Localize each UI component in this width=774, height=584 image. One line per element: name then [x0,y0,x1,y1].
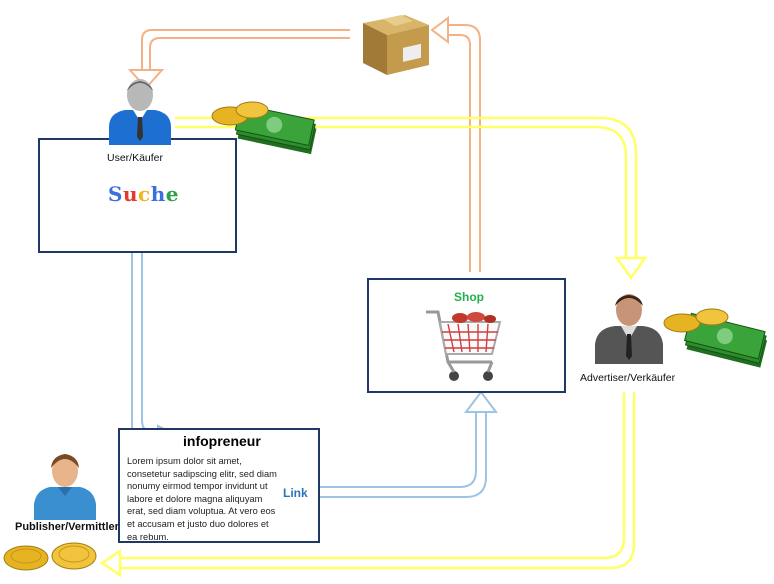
infopreneur-box [118,428,320,543]
search-letter: e [165,182,179,206]
search-letter: h [150,182,166,206]
publisher-label: Publisher/Vermittler [15,521,119,533]
orange-arrow-shop-to-package [430,16,481,272]
link-label[interactable]: Link [283,486,308,500]
shopping-cart-icon [426,310,502,381]
package-icon [363,15,429,75]
shop-title: Shop [454,290,484,304]
user-label: User/Käufer [107,152,164,164]
user-avatar-icon [109,79,171,145]
search-letter: u [122,182,138,206]
advertiser-avatar-icon [595,294,663,364]
search-letter: S [108,182,123,206]
yellow-arrow-user-to-advertiser [175,116,648,281]
orange-arrow-package-to-user [127,29,350,90]
yellow-arrow-advertiser-to-publisher [99,392,636,578]
publisher-avatar-icon [34,454,96,520]
search-letter: c [138,182,151,206]
coin-icon [3,542,97,571]
money-stack-icon [663,308,768,368]
money-stack-icon [211,101,317,155]
advertiser-label: Advertiser/Verkäufer [580,372,676,384]
infopreneur-title: infopreneur [183,433,261,449]
user-search-box [38,138,237,253]
blue-arrow-link-to-shop [312,390,498,498]
search-logo: Suche [108,182,179,206]
infopreneur-text: Lorem ipsum dolor sit amet, consetetur s… [127,456,277,542]
